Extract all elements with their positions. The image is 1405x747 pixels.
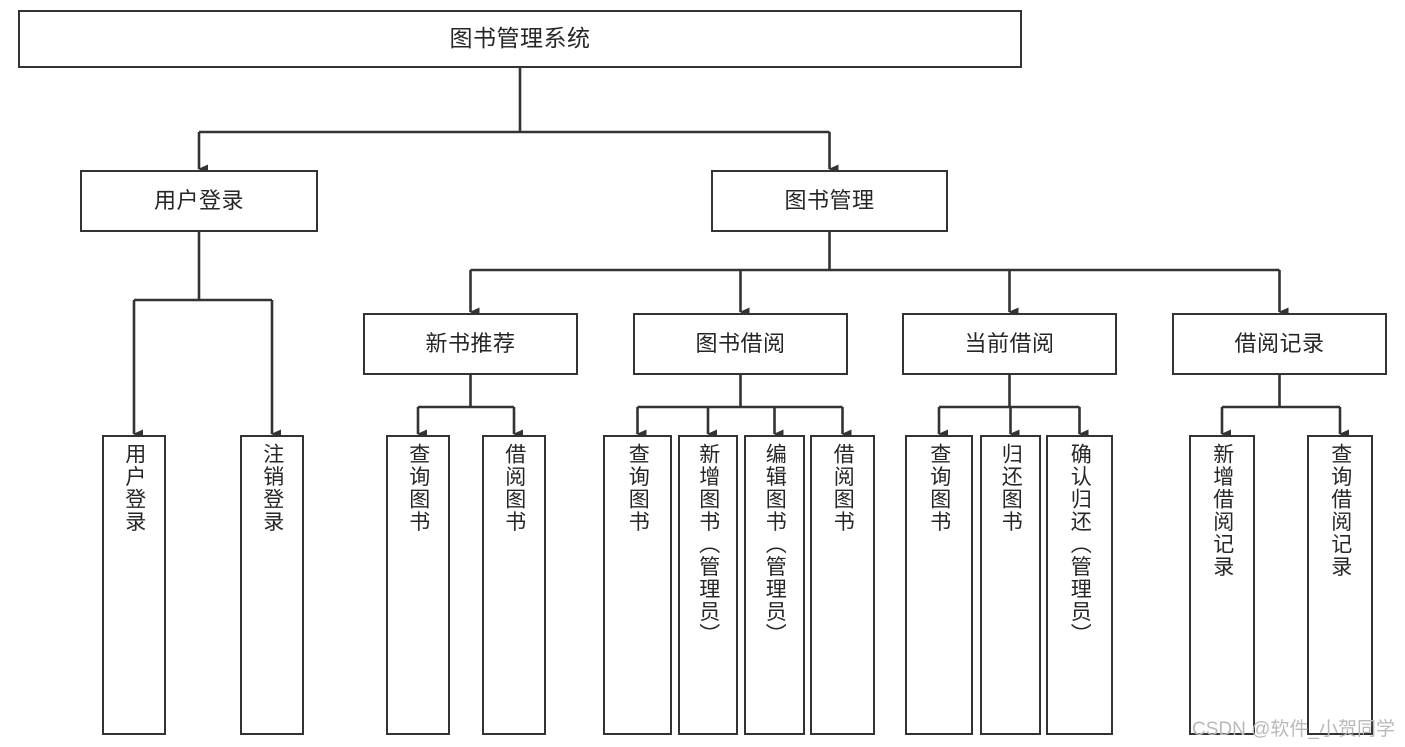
node-root[interactable]: 图书管理系统: [18, 10, 1022, 68]
node-leaf-bq-borrow[interactable]: 借阅图书: [810, 435, 875, 735]
node-label: 用户登录: [122, 443, 146, 533]
node-label: 图书借阅: [695, 330, 786, 356]
node-leaf-cur-return[interactable]: 归还图书: [980, 435, 1041, 735]
node-label: 查询借阅记录: [1328, 443, 1352, 578]
node-leaf-user-logout[interactable]: 注销登录: [240, 435, 304, 735]
node-label: 查询图书: [626, 443, 650, 533]
node-leaf-bq-query[interactable]: 查询图书: [603, 435, 672, 735]
node-leaf-new-query[interactable]: 查询图书: [386, 435, 450, 735]
node-leaf-bq-add[interactable]: 新增图书（管理员）: [678, 435, 738, 735]
node-label: 借阅图书: [502, 443, 526, 533]
node-current[interactable]: 当前借阅: [902, 313, 1117, 375]
node-label: 借阅记录: [1234, 330, 1325, 356]
node-leaf-rec-query[interactable]: 查询借阅记录: [1307, 435, 1373, 735]
watermark-text: CSDN @软件_小贺同学: [1192, 719, 1395, 740]
node-label: 确认归还（管理员）: [1068, 443, 1092, 646]
node-label: 编辑图书（管理员）: [763, 443, 787, 646]
node-label: 图书管理系统: [449, 25, 591, 52]
node-label: 用户登录: [153, 187, 244, 213]
node-label: 当前借阅: [964, 330, 1055, 356]
node-records[interactable]: 借阅记录: [1172, 313, 1387, 375]
node-borrow[interactable]: 图书借阅: [633, 313, 848, 375]
node-label: 查询图书: [406, 443, 430, 533]
node-label: 新书推荐: [425, 330, 516, 356]
node-leaf-rec-add[interactable]: 新增借阅记录: [1189, 435, 1255, 735]
node-label: 注销登录: [260, 443, 284, 533]
node-leaf-cur-query[interactable]: 查询图书: [905, 435, 973, 735]
node-label: 图书管理: [784, 187, 875, 213]
node-leaf-bq-edit[interactable]: 编辑图书（管理员）: [744, 435, 805, 735]
node-leaf-user-login[interactable]: 用户登录: [102, 435, 166, 735]
node-leaf-cur-confirm[interactable]: 确认归还（管理员）: [1046, 435, 1113, 735]
node-login[interactable]: 用户登录: [80, 170, 318, 232]
node-leaf-new-borrow[interactable]: 借阅图书: [482, 435, 546, 735]
node-label: 查询图书: [927, 443, 951, 533]
node-label: 借阅图书: [831, 443, 855, 533]
node-newbook[interactable]: 新书推荐: [363, 313, 578, 375]
node-label: 新增图书（管理员）: [696, 443, 720, 646]
node-bookmgmt[interactable]: 图书管理: [711, 170, 948, 232]
node-label: 归还图书: [999, 443, 1023, 533]
node-label: 新增借阅记录: [1210, 443, 1234, 578]
